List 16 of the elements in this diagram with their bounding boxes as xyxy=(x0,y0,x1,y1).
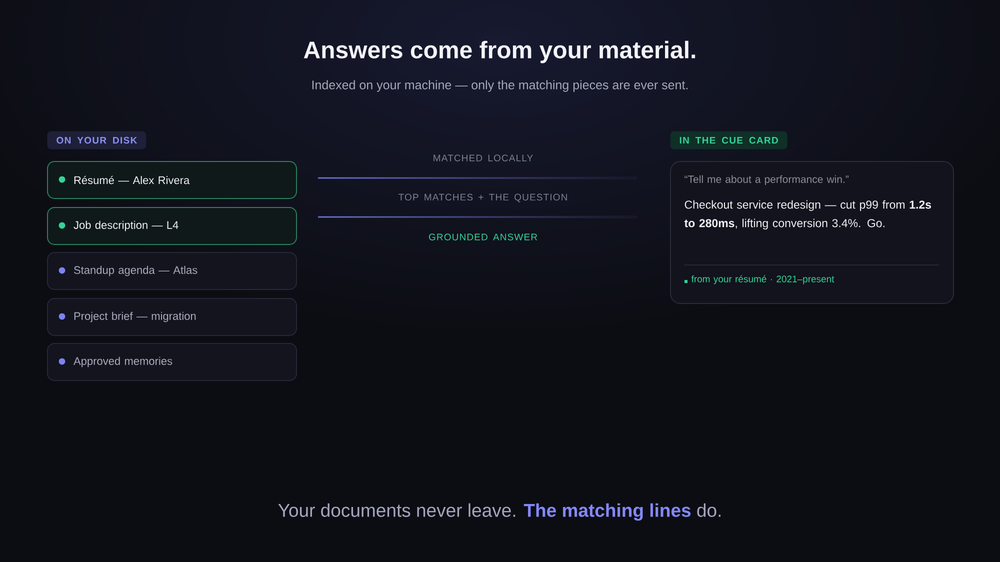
step-label: MATCHED LOCALLY xyxy=(434,154,533,162)
section-badge: IN THE CUE CARD xyxy=(670,131,788,150)
subtitle: Indexed on your machine — only the matching pieces are ever sent. xyxy=(312,80,688,92)
title: Answers come from your material. xyxy=(304,40,696,64)
tagline: Your documents never leave. The matching lines do. xyxy=(278,503,720,521)
document-card: Résumé — Alex Rivera xyxy=(47,161,297,199)
quote-text: “Tell me about a performance win.” xyxy=(684,175,849,186)
document-card: Standup agenda — Atlas xyxy=(47,252,297,290)
document-card: Project brief — migration xyxy=(47,298,297,336)
document-card: Job description — L4 xyxy=(47,207,297,245)
answer-text: Checkout service redesign — cut p99 from 1.2s to 280ms, lifting conversion 3.4%. Go. xyxy=(684,200,932,230)
section-badge: ON YOUR DISK xyxy=(47,131,146,150)
step-label: TOP MATCHES + THE QUESTION xyxy=(398,194,567,202)
source-note: from your résumé · 2021–present xyxy=(691,275,834,284)
document-card: Approved memories xyxy=(47,343,297,381)
step-label: GROUNDED ANSWER xyxy=(428,234,538,240)
